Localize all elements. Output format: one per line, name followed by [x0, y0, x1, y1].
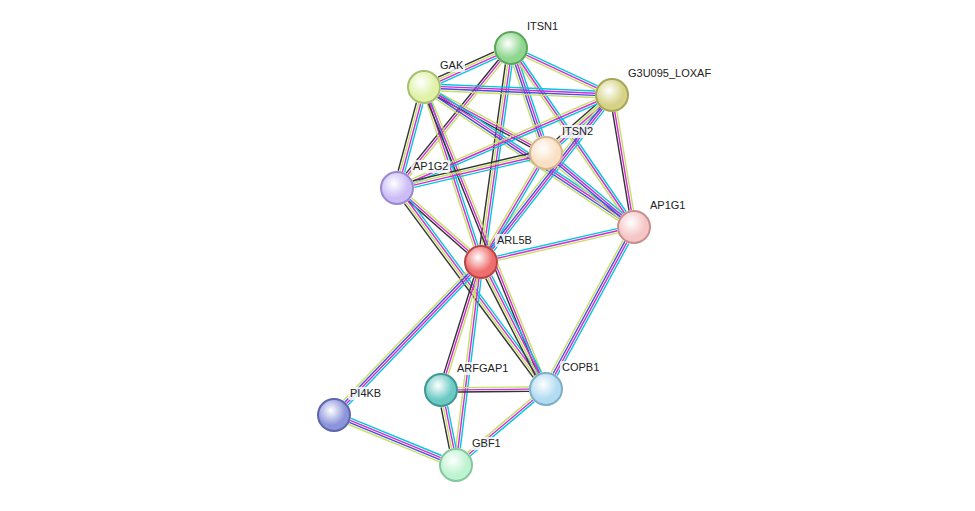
node-label: AP1G1	[648, 199, 687, 212]
edge-stroke	[488, 166, 536, 246]
edge-stroke	[557, 244, 629, 376]
edge-stroke	[615, 112, 631, 210]
edge-stroke	[441, 407, 449, 449]
edge-stroke	[430, 103, 539, 373]
interaction-edge	[404, 200, 538, 378]
edge-stroke	[557, 166, 619, 218]
edge-stroke	[350, 420, 441, 457]
protein-node	[380, 171, 414, 205]
node-label: ITSN1	[525, 20, 560, 33]
interaction-edge	[468, 398, 535, 455]
edge-stroke	[438, 52, 494, 77]
edge-stroke	[551, 240, 623, 372]
edge-stroke	[558, 105, 598, 141]
edge-stroke	[494, 110, 604, 250]
edge-stroke	[557, 104, 597, 140]
protein-node	[407, 70, 441, 104]
edge-stroke	[458, 388, 529, 390]
interaction-edge	[348, 418, 441, 461]
edge-stroke	[469, 400, 533, 454]
edge-stroke	[458, 391, 529, 393]
protein-node	[317, 398, 351, 432]
edge-stroke	[404, 204, 533, 378]
edge-stroke	[441, 91, 595, 98]
edge-stroke	[558, 165, 620, 217]
edge-stroke	[527, 53, 597, 86]
interaction-edge	[557, 161, 623, 218]
edge-stroke	[613, 112, 629, 210]
edge-stroke	[560, 163, 622, 215]
protein-node	[595, 78, 629, 112]
edge-stroke	[488, 278, 538, 375]
interaction-edge	[441, 406, 456, 449]
interaction-edge	[486, 276, 541, 376]
edge-stroke	[491, 108, 601, 248]
edge-stroke	[458, 386, 529, 388]
edge-stroke	[555, 242, 627, 374]
node-label: PI4KB	[348, 387, 383, 400]
node-label: G3U095_LOXAF	[626, 67, 713, 80]
node-label: COPB1	[560, 361, 601, 374]
node-label: GAK	[438, 59, 465, 72]
interaction-edge	[428, 102, 541, 374]
interaction-edge	[441, 84, 595, 97]
interaction-edge	[613, 111, 634, 210]
interaction-edge	[408, 198, 469, 253]
edge-stroke	[492, 169, 540, 249]
interaction-edge	[406, 60, 502, 176]
interaction-edge	[551, 240, 629, 375]
interaction-edge	[489, 106, 604, 250]
node-label: ARL5B	[495, 234, 534, 247]
edge-stroke	[351, 418, 442, 455]
node-label: ITSN2	[560, 125, 595, 138]
edge-stroke	[617, 111, 633, 209]
interaction-edge	[438, 52, 497, 83]
protein-node	[529, 136, 563, 170]
interaction-edge	[458, 387, 529, 392]
edge-stroke	[348, 425, 439, 462]
protein-node	[617, 210, 651, 244]
edge-stroke	[553, 241, 625, 373]
edge-stroke	[410, 200, 539, 374]
edge-stroke	[486, 279, 536, 376]
edge-stroke	[490, 168, 538, 248]
edge-stroke	[492, 109, 602, 249]
edge-stroke	[468, 398, 532, 452]
protein-node	[439, 448, 473, 482]
node-label: GBF1	[470, 437, 503, 450]
edge-stroke	[470, 402, 534, 456]
protein-node	[424, 373, 458, 407]
interaction-edge	[488, 166, 539, 248]
edge-stroke	[349, 422, 440, 459]
protein-node	[494, 31, 528, 65]
edge-stroke	[561, 161, 623, 213]
node-label: ARFGAP1	[455, 362, 510, 375]
edge-stroke	[490, 277, 540, 374]
protein-node	[464, 245, 498, 279]
protein-node	[529, 372, 563, 406]
node-label: AP1G2	[411, 160, 450, 173]
edge-stroke	[492, 276, 542, 373]
